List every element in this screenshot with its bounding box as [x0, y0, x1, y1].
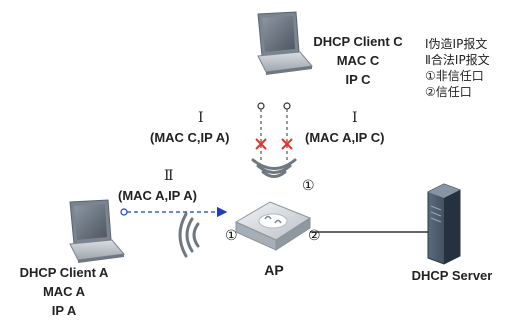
wifi-signal-down-icon: [251, 158, 297, 178]
laptop-a-icon: [69, 199, 125, 263]
client-c-ip: IP C: [345, 72, 371, 87]
forged-right-mark: Ⅰ: [352, 110, 358, 126]
forged-right-label: (MAC A,IP C): [305, 130, 385, 145]
blocked-x-left-icon: [255, 138, 267, 150]
legend-trusted-port: ②信任口: [425, 85, 472, 99]
ap-port-1: ①: [225, 228, 238, 244]
client-a-ip: IP A: [51, 303, 77, 318]
wifi-untrusted-port-label: ①: [302, 178, 315, 194]
client-c-mac: MAC C: [336, 53, 380, 68]
legal-packet-arrow: [120, 206, 228, 218]
client-c-name: DHCP Client C: [313, 34, 403, 49]
client-a-name: DHCP Client A: [19, 265, 109, 280]
legend-forged-packet: Ⅰ伪造IP报文: [425, 37, 488, 51]
laptop-c-icon: [257, 11, 313, 75]
blocked-x-right-icon: [281, 138, 293, 150]
ap-device-icon: [234, 201, 312, 251]
dhcp-server-icon: [427, 183, 461, 265]
wifi-signal-side-icon: [178, 212, 200, 258]
ap-port-2: ②: [308, 228, 321, 244]
server-label: DHCP Server: [411, 268, 493, 283]
legend-untrusted-port: ①非信任口: [425, 69, 484, 83]
forged-packet-links: [257, 102, 291, 160]
forged-left-label: (MAC C,IP A): [150, 130, 230, 145]
ap-label: AP: [264, 262, 284, 278]
legal-mark: Ⅱ: [164, 168, 174, 184]
legend-legal-packet: Ⅱ合法IP报文: [425, 53, 490, 67]
legal-label: (MAC A,IP A): [118, 188, 197, 203]
forged-left-mark: Ⅰ: [198, 110, 204, 126]
client-a-mac: MAC A: [42, 284, 86, 299]
